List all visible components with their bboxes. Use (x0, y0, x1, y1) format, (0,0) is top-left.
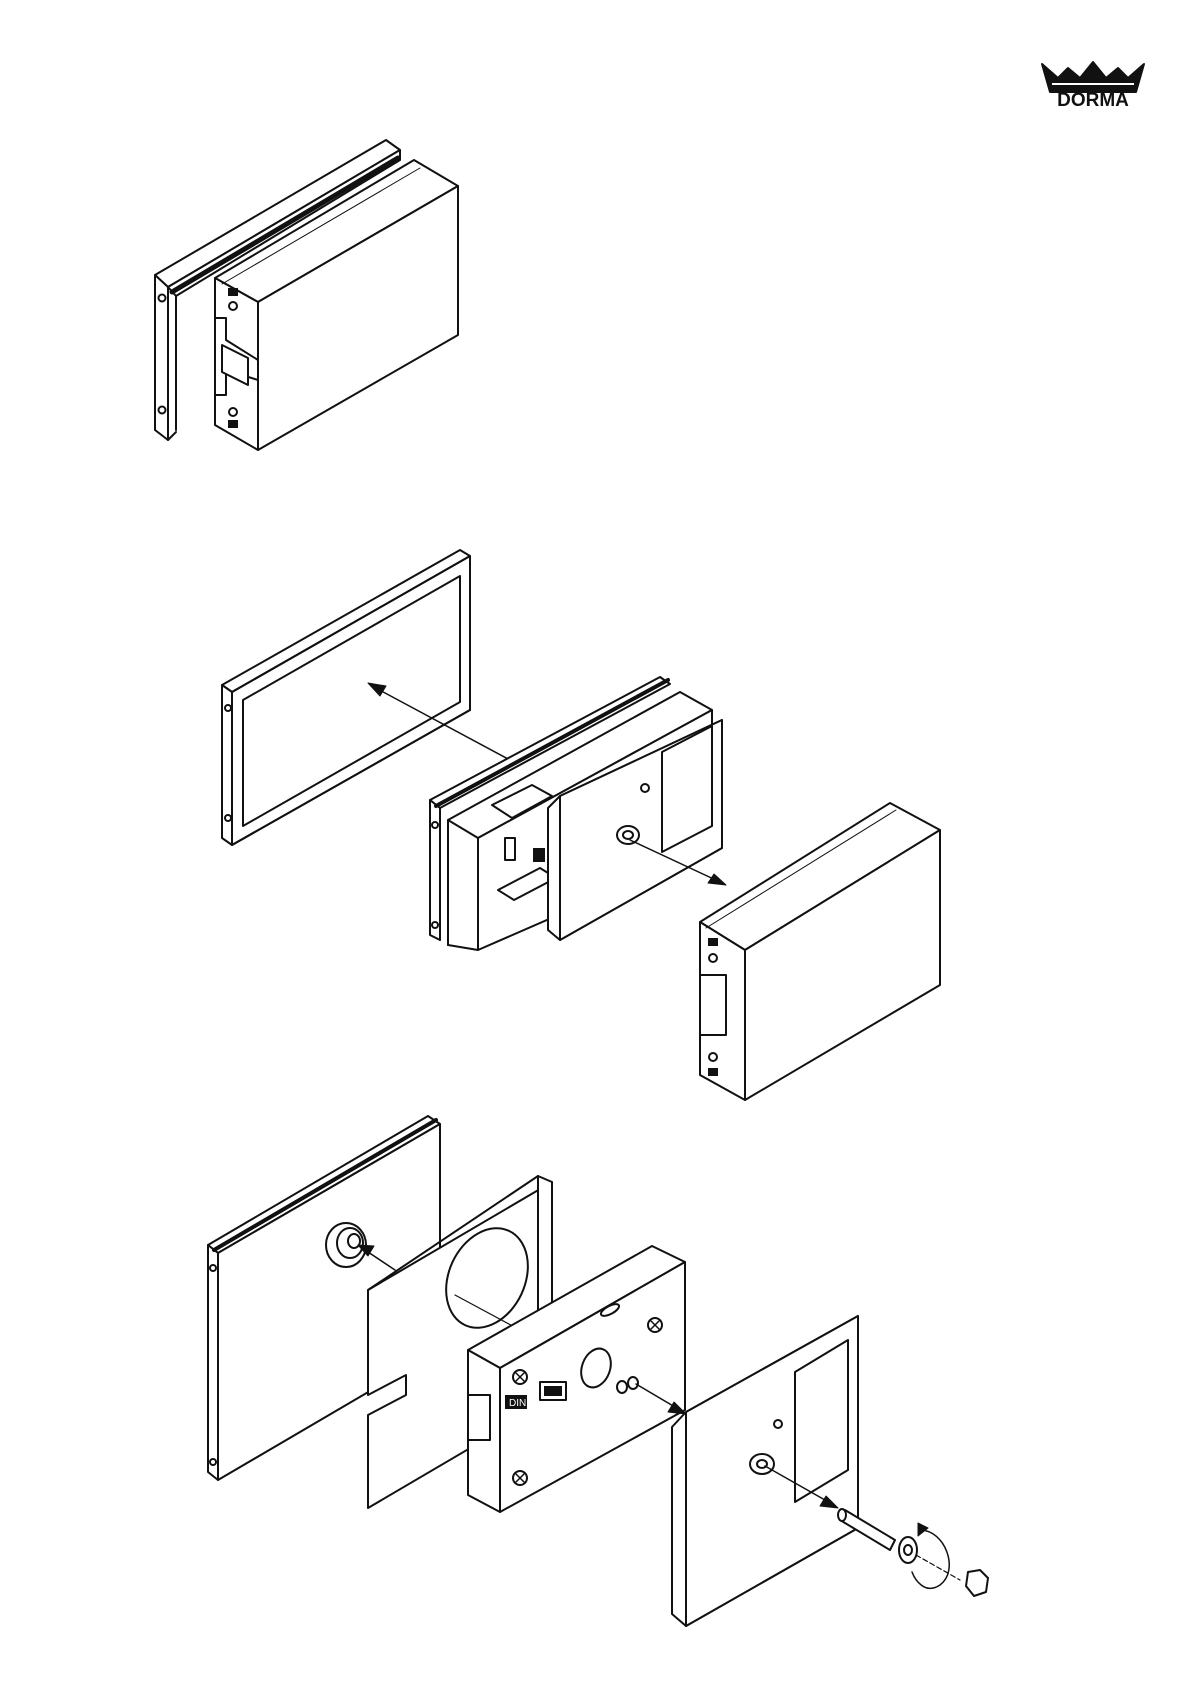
plate-marking: DIN R (509, 1398, 536, 1409)
step-1-assembled-clamp (155, 140, 458, 450)
screw-icon (648, 1318, 662, 1332)
bolt (838, 1509, 917, 1563)
screw-icon (513, 1471, 527, 1485)
clamp-body (430, 677, 722, 950)
step-3-exploded-parts: DIN R (208, 1116, 988, 1626)
cover-block (700, 803, 940, 1100)
screw-icon (513, 1370, 527, 1384)
front-cover-block (215, 160, 458, 450)
hexagon-key-icon (966, 1570, 988, 1596)
step-2-disassembly (222, 550, 940, 1100)
front-plate (672, 1316, 858, 1626)
